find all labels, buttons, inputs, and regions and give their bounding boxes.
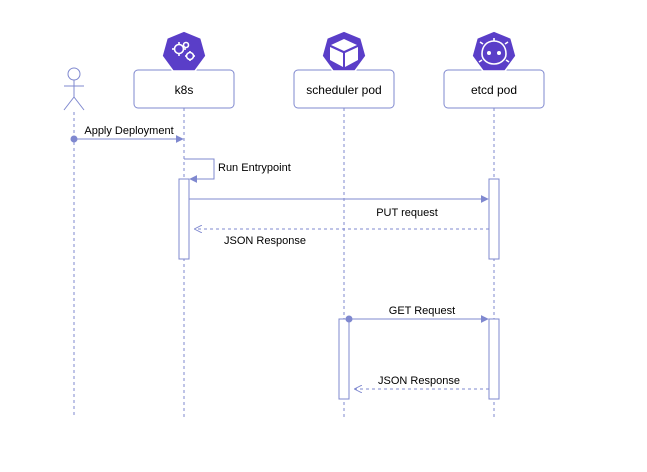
message-label: JSON Response bbox=[224, 235, 306, 247]
message-label: Apply Deployment bbox=[84, 125, 173, 137]
etcd-icon bbox=[471, 30, 517, 72]
message-json-response-1: JSON Response bbox=[195, 229, 489, 247]
message-get-request: GET Request bbox=[345, 305, 489, 323]
message-run-entrypoint: Run Entrypoint bbox=[184, 158, 291, 183]
activation-k8s bbox=[178, 178, 190, 260]
activation-etcd-2 bbox=[488, 318, 500, 400]
message-label: JSON Response bbox=[378, 375, 460, 387]
participant-k8s: k8s bbox=[133, 69, 235, 109]
kubernetes-gear-icon bbox=[161, 30, 207, 72]
message-label: PUT request bbox=[376, 207, 438, 219]
cube-icon bbox=[321, 30, 367, 72]
participant-label-k8s: k8s bbox=[175, 83, 194, 97]
activation-scheduler bbox=[338, 318, 350, 400]
user-actor-icon bbox=[63, 67, 85, 111]
participant-label-etcd: etcd pod bbox=[471, 83, 517, 97]
participant-scheduler: scheduler pod bbox=[293, 69, 395, 109]
message-json-response-2: JSON Response bbox=[355, 375, 489, 389]
message-label: Run Entrypoint bbox=[218, 162, 291, 174]
message-put-request: PUT request bbox=[189, 195, 489, 219]
participant-label-scheduler: scheduler pod bbox=[306, 83, 381, 97]
message-apply-deployment: Apply Deployment bbox=[70, 125, 184, 143]
message-label: GET Request bbox=[389, 305, 455, 317]
activation-etcd-1 bbox=[488, 178, 500, 260]
participant-etcd: etcd pod bbox=[443, 69, 545, 109]
